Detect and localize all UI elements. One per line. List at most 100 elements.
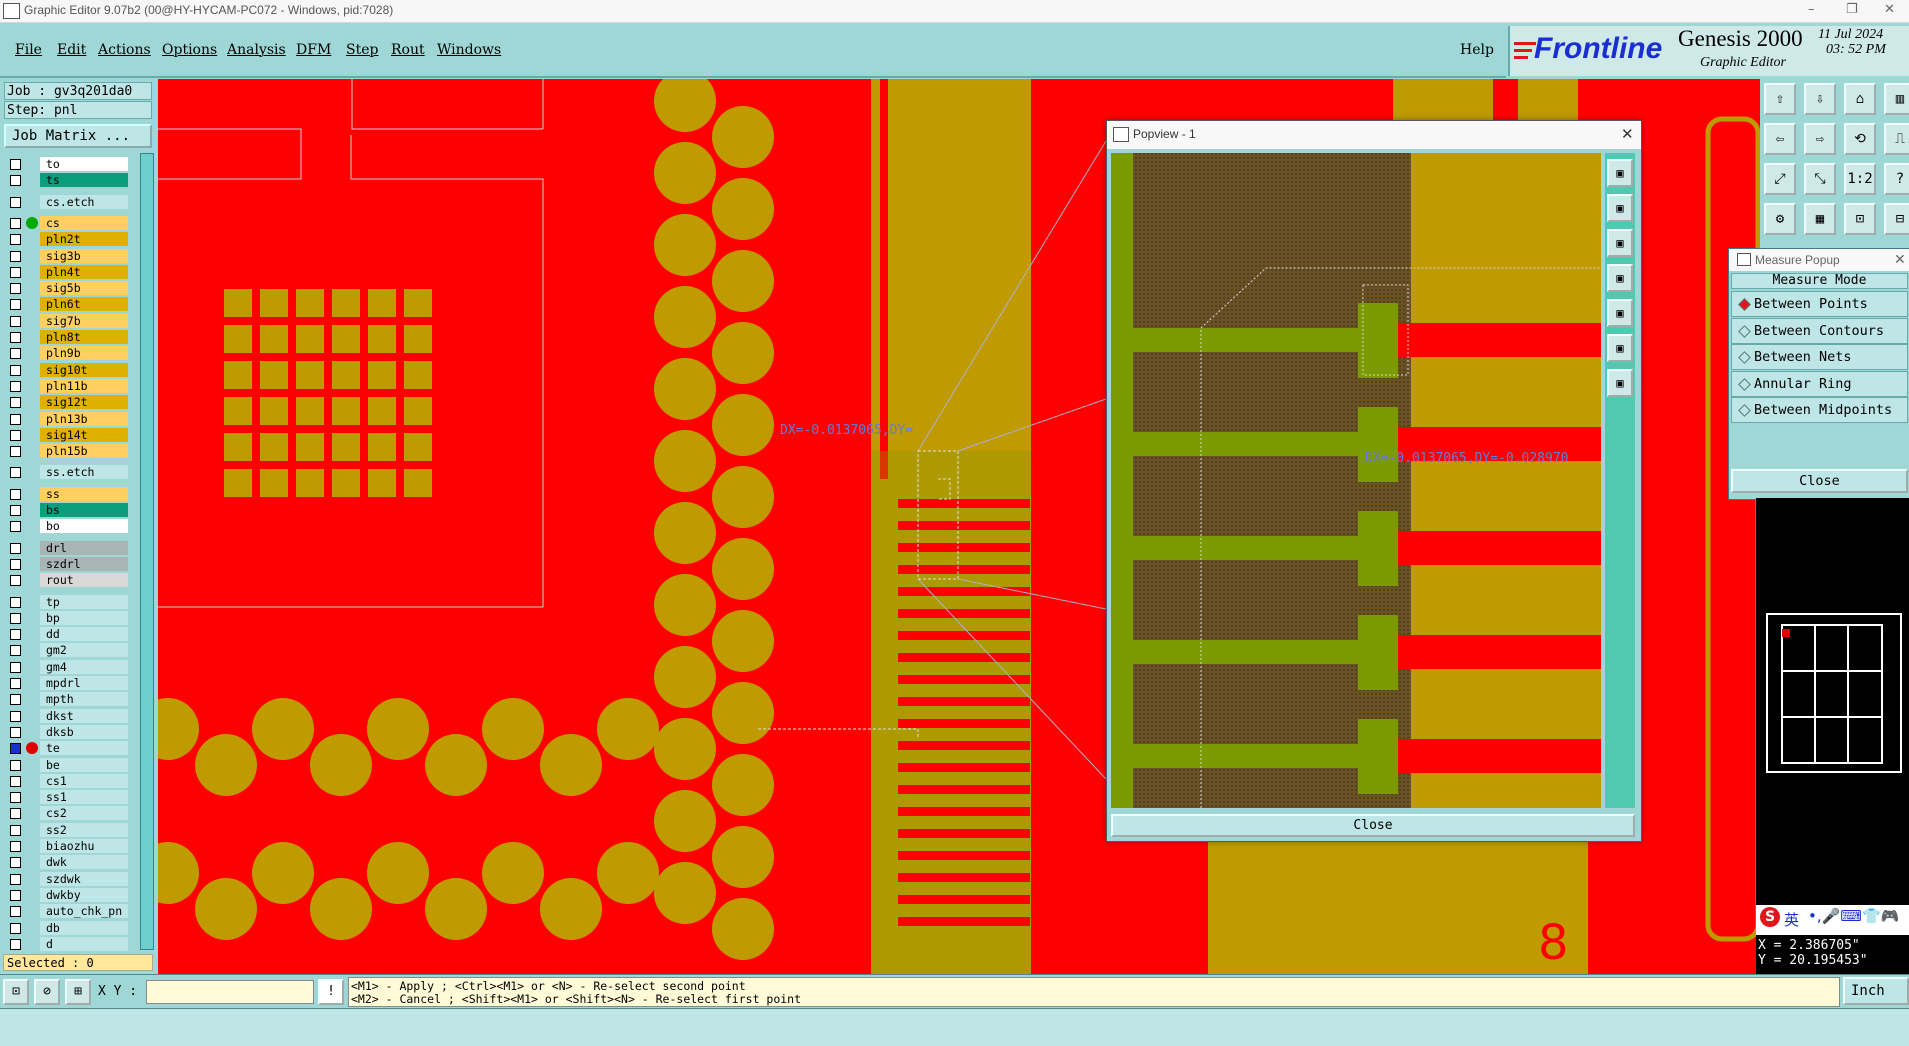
layer-checkbox[interactable]: [10, 159, 21, 170]
layer-row-te[interactable]: te: [6, 741, 128, 756]
pan-left-icon[interactable]: ⇦: [1764, 123, 1796, 155]
layer-name[interactable]: tp: [40, 594, 128, 609]
layer-name[interactable]: bs: [40, 503, 128, 517]
layer-name[interactable]: cs1: [40, 773, 128, 788]
zoom-out-icon[interactable]: ⇩: [1804, 83, 1836, 115]
grid-icon[interactable]: ▦: [1804, 203, 1836, 235]
layer-checkbox[interactable]: [10, 612, 21, 624]
layer-row-d[interactable]: d: [6, 936, 128, 952]
zoom-home-icon[interactable]: ⇧: [1764, 83, 1796, 115]
layer-list-scrollbar[interactable]: [140, 153, 154, 950]
layer-checkbox[interactable]: [10, 397, 21, 409]
layer-row-db[interactable]: db: [6, 920, 128, 936]
layer-row-sig10t[interactable]: sig10t: [6, 362, 128, 378]
layer-row-pln11b[interactable]: pln11b: [6, 378, 128, 394]
layer-checkbox[interactable]: [10, 759, 21, 771]
units-selector[interactable]: Inch: [1843, 977, 1909, 1005]
layer-name[interactable]: cs: [40, 215, 128, 230]
layer-row-pln6t[interactable]: pln6t: [6, 297, 128, 312]
layer-checkbox[interactable]: [10, 743, 21, 755]
layer-row-ss[interactable]: ss: [6, 486, 128, 502]
layer-row-cs2[interactable]: cs2: [6, 806, 128, 821]
layer-row-dwk[interactable]: dwk: [6, 855, 128, 870]
layer-checkbox[interactable]: [10, 283, 21, 295]
layer-checkbox[interactable]: [10, 250, 21, 262]
layer-checkbox[interactable]: [10, 922, 21, 934]
layer-row-pln8t[interactable]: pln8t: [6, 330, 128, 345]
layer-name[interactable]: pln11b: [40, 378, 128, 393]
layer-checkbox[interactable]: [10, 467, 21, 479]
ime-tools-icons[interactable]: •,🎤⌨👕🎮: [1808, 907, 1900, 925]
layer-name[interactable]: ss2: [40, 822, 128, 837]
layer-row-biaozhu[interactable]: biaozhu: [6, 839, 128, 854]
layer-row-szdwk[interactable]: szdwk: [6, 871, 128, 887]
layer-checkbox[interactable]: [10, 629, 21, 641]
panel-minimap[interactable]: [1766, 613, 1902, 773]
snap-mode-button[interactable]: ⊡: [3, 979, 29, 1005]
panel-icon[interactable]: ▥: [1884, 83, 1909, 115]
measure-tool-icon[interactable]: ⊡: [1844, 203, 1876, 235]
pv-fit-icon[interactable]: ▣: [1607, 159, 1633, 187]
layer-checkbox[interactable]: [10, 575, 21, 587]
pan-right-icon[interactable]: ⇨: [1804, 123, 1836, 155]
measure-option-between-points[interactable]: Between Points: [1731, 291, 1908, 317]
layer-name[interactable]: biaozhu: [40, 839, 128, 853]
layer-name[interactable]: drl: [40, 540, 128, 555]
layer-name[interactable]: pln8t: [40, 330, 128, 344]
measure-popup-close-icon[interactable]: ✕: [1894, 251, 1906, 267]
layer-name[interactable]: szdwk: [40, 871, 128, 886]
layer-row-ss.etch[interactable]: ss.etch: [6, 465, 128, 480]
menu-rout[interactable]: Rout: [391, 42, 425, 58]
layer-checkbox[interactable]: [10, 710, 21, 722]
layer-name[interactable]: dd: [40, 627, 128, 642]
layer-name[interactable]: dwk: [40, 855, 128, 870]
radio-diamond-icon[interactable]: [1738, 351, 1751, 364]
radio-diamond-icon[interactable]: [1738, 324, 1751, 338]
pv-pan-left-icon[interactable]: ▣: [1607, 264, 1633, 292]
layer-checkbox[interactable]: [10, 234, 21, 246]
measure-option-between-midpoints[interactable]: Between Midpoints: [1731, 397, 1908, 423]
layer-row-be[interactable]: be: [6, 757, 128, 773]
radio-diamond-icon[interactable]: [1738, 377, 1751, 391]
layer-row-rout[interactable]: rout: [6, 573, 128, 588]
layer-row-pln15b[interactable]: pln15b: [6, 444, 128, 459]
close-window-button[interactable]: ✕: [1884, 2, 1895, 17]
alert-icon[interactable]: !: [318, 979, 344, 1005]
draw-mode-button[interactable]: ⊘: [34, 979, 60, 1005]
menu-step[interactable]: Step: [346, 42, 379, 58]
layer-checkbox[interactable]: [10, 857, 21, 869]
layer-name[interactable]: szdrl: [40, 556, 128, 571]
xy-input[interactable]: [146, 980, 314, 1004]
layer-name[interactable]: sig5b: [40, 281, 128, 296]
layer-row-ts[interactable]: ts: [6, 173, 128, 188]
scale-icon[interactable]: 1:2: [1844, 163, 1876, 195]
layer-name[interactable]: ts: [40, 173, 128, 188]
ime-toolbar[interactable]: S 英 •,🎤⌨👕🎮: [1756, 905, 1909, 935]
layer-name[interactable]: d: [40, 936, 128, 951]
layer-name[interactable]: gm2: [40, 643, 128, 658]
menu-help[interactable]: Help: [1460, 42, 1494, 58]
layer-checkbox[interactable]: [10, 889, 21, 901]
minimize-button[interactable]: –: [1808, 2, 1815, 17]
layer-row-mpth[interactable]: mpth: [6, 692, 128, 707]
layer-name[interactable]: cs.etch: [40, 194, 128, 209]
layer-name[interactable]: db: [40, 920, 128, 935]
popview-close-button[interactable]: Close: [1111, 814, 1635, 837]
layer-checkbox[interactable]: [10, 726, 21, 738]
layer-checkbox[interactable]: [10, 505, 21, 516]
layer-name[interactable]: sig10t: [40, 362, 128, 377]
fit-icon[interactable]: ⤢: [1764, 163, 1796, 195]
layer-name[interactable]: dksb: [40, 724, 128, 739]
layer-checkbox[interactable]: [10, 661, 21, 673]
layer-name[interactable]: sig14t: [40, 427, 128, 442]
layer-name[interactable]: pln2t: [40, 232, 128, 247]
layer-name[interactable]: ss.etch: [40, 465, 128, 480]
menu-edit[interactable]: Edit: [57, 42, 87, 58]
layer-checkbox[interactable]: [10, 446, 21, 458]
layer-name[interactable]: sig7b: [40, 313, 128, 328]
layer-name[interactable]: pln9b: [40, 346, 128, 361]
layer-checkbox[interactable]: [10, 217, 21, 229]
layer-name[interactable]: be: [40, 757, 128, 772]
layer-row-pln9b[interactable]: pln9b: [6, 346, 128, 361]
layer-row-tp[interactable]: tp: [6, 594, 128, 610]
